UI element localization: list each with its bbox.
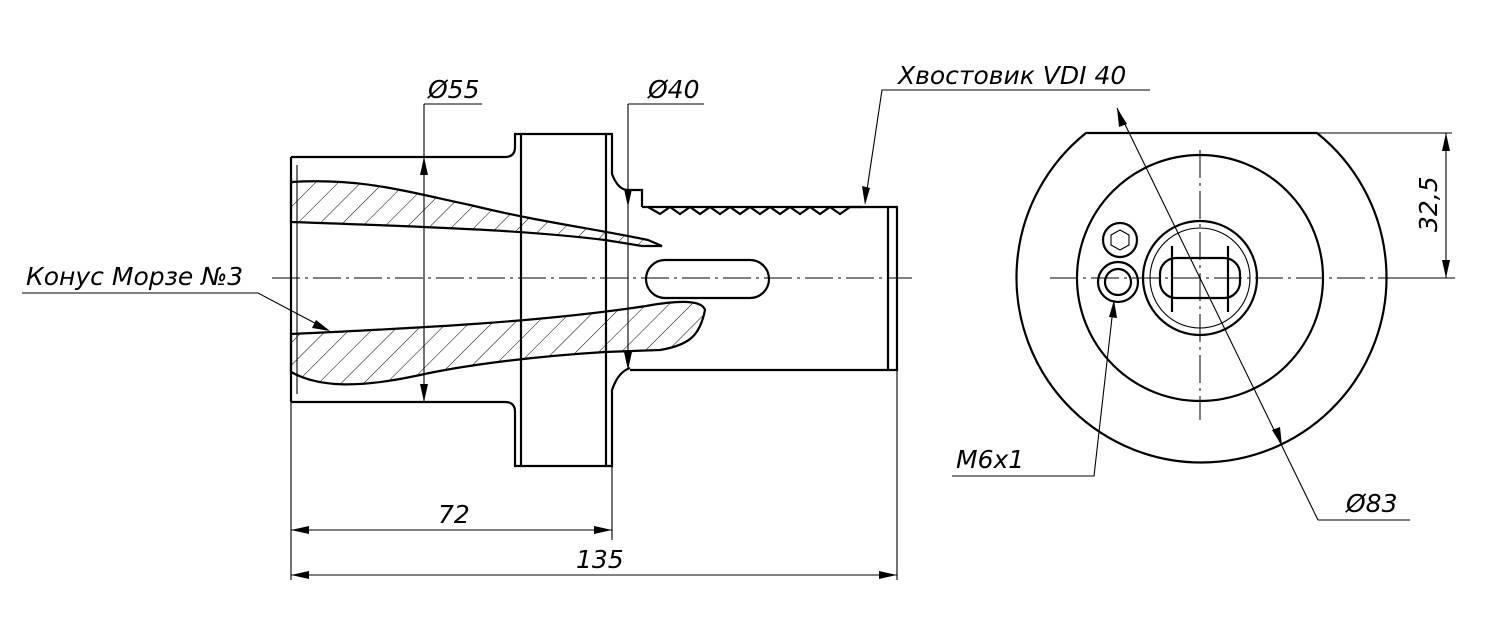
end-view: Ø83 M6x1 32,5 (952, 107, 1455, 521)
bore-circle-inner (1149, 227, 1251, 329)
len135-label: 135 (576, 545, 624, 574)
dia40-label: Ø40 (647, 75, 700, 104)
shank-slot (644, 258, 771, 300)
thread-label: M6x1 (956, 445, 1024, 474)
dia55-label: Ø55 (427, 75, 480, 104)
dim-len72: 72 (290, 402, 613, 580)
taper-section-upper (289, 180, 663, 248)
threaded-hole-inner (1103, 267, 1133, 297)
shank-circle (1075, 153, 1325, 403)
cone-label: Конус Морзе №3 (26, 262, 243, 291)
body-outline-bottom (291, 366, 631, 468)
shank-serration (647, 205, 862, 216)
len72-label: 72 (438, 500, 470, 529)
dim-dia83: Ø83 (1116, 107, 1410, 521)
outer-contour (1015, 131, 1388, 464)
bore-slot (1158, 256, 1242, 300)
cone-callout: Конус Морзе №3 (22, 262, 330, 331)
screw-hole-upper (1101, 221, 1139, 259)
dia83-label: Ø83 (1345, 489, 1398, 518)
side-view: Ø55 Ø40 Хвостовик VDI 40 Конус Морзе №3 (22, 61, 1150, 580)
dim32-5-label: 32,5 (1414, 176, 1443, 232)
taper-section-lower (289, 300, 707, 386)
hex-socket (1110, 229, 1130, 251)
dim-32-5: 32,5 (1317, 132, 1452, 279)
shank-callout: Хвостовик VDI 40 (862, 61, 1150, 205)
shank-label: Хвостовик VDI 40 (896, 61, 1126, 90)
threaded-hole-outer (1096, 260, 1140, 304)
bore-circle-outer (1141, 219, 1259, 337)
dim-len135: 135 (291, 370, 898, 580)
dim-dia55: Ø55 (420, 75, 482, 402)
bore-flats (1170, 246, 1230, 312)
dim-thread: M6x1 (952, 299, 1117, 477)
dim-dia40: Ø40 (624, 75, 704, 370)
